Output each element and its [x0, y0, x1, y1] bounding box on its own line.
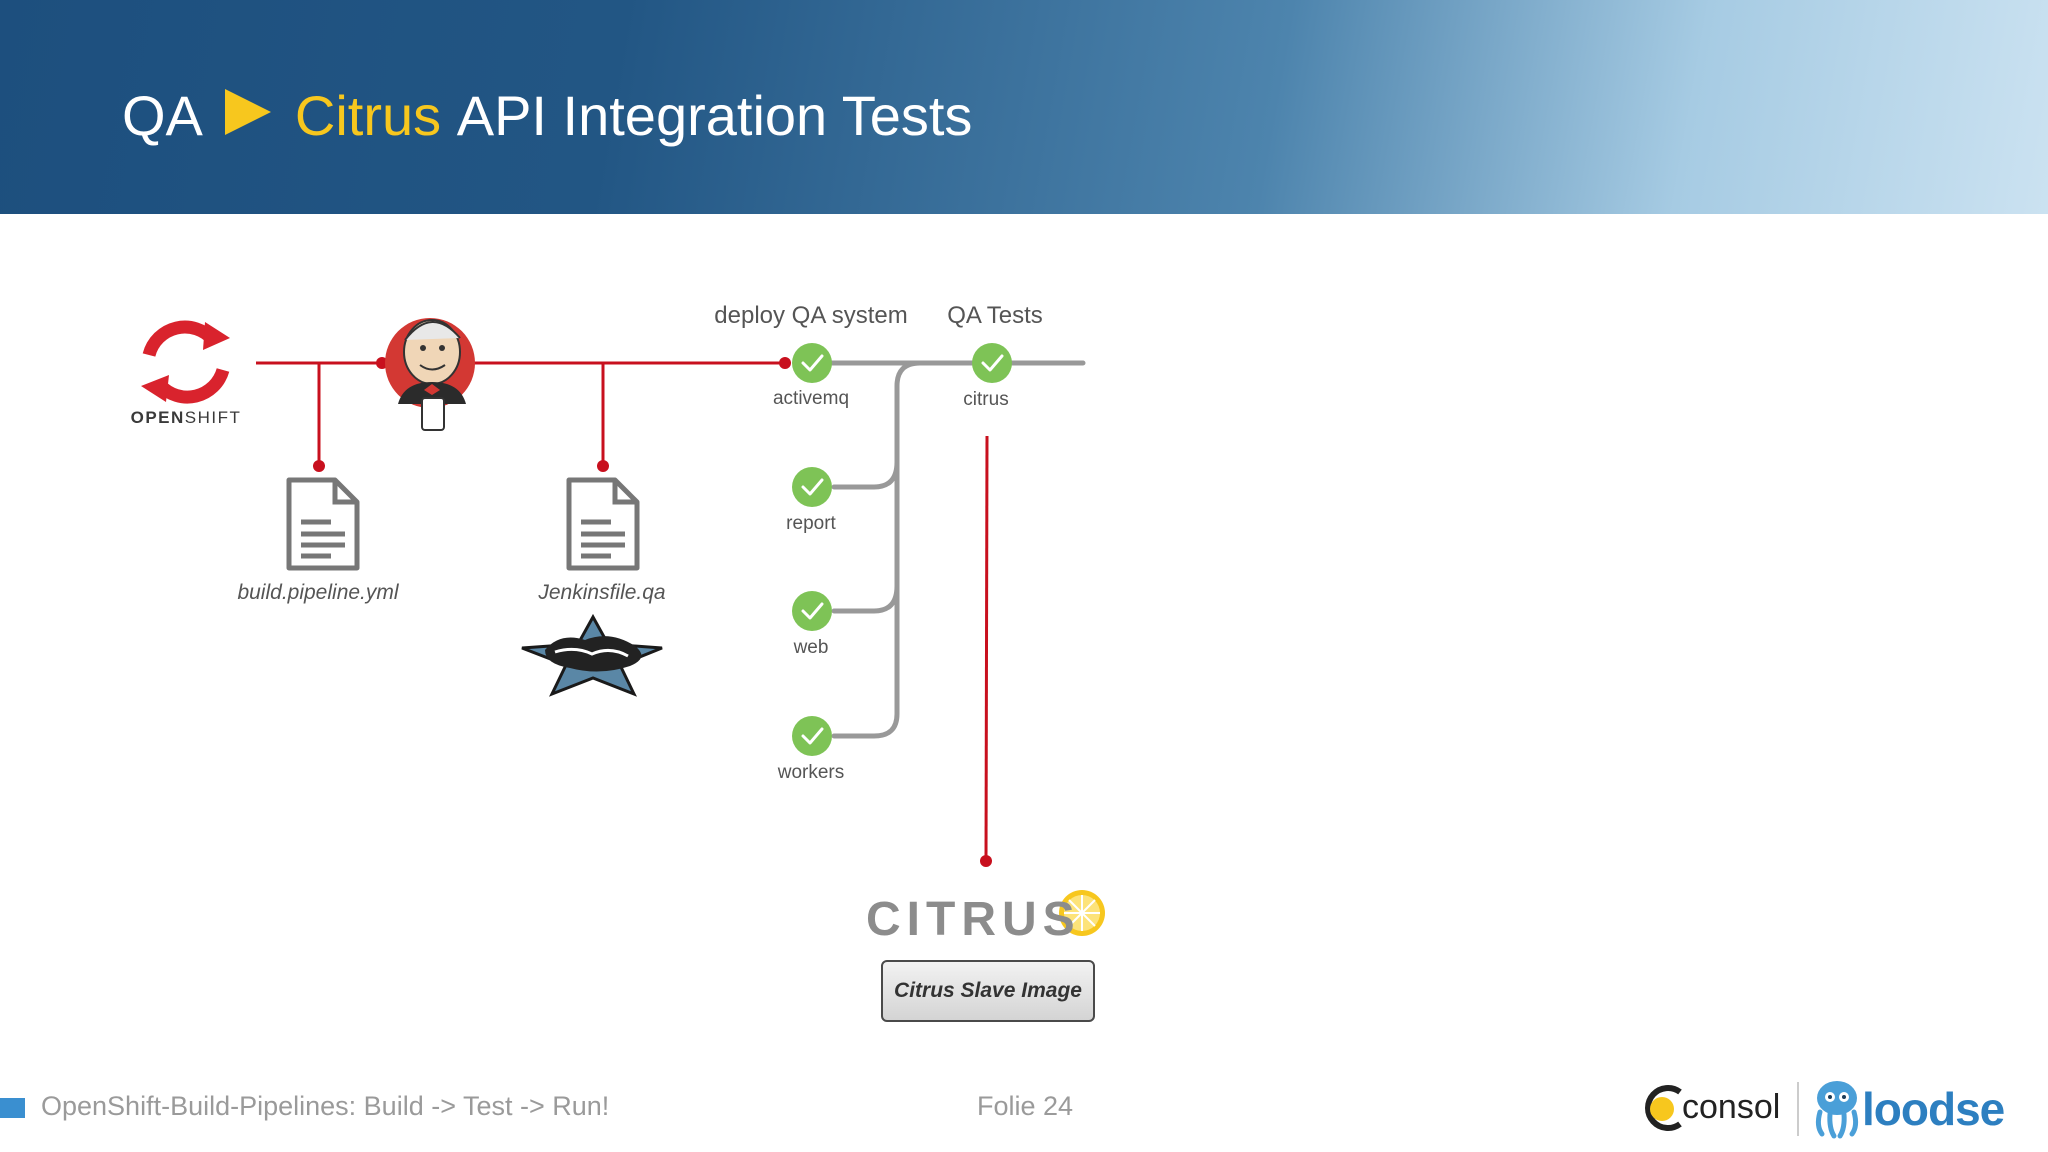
octopus-tentacles — [1815, 1109, 1859, 1139]
lemon-slice-icon — [1059, 890, 1105, 936]
consol-dot — [1650, 1097, 1674, 1121]
pipeline-lines — [256, 361, 989, 861]
job-node-citrus[interactable] — [972, 343, 1012, 383]
stage-connector-spine — [831, 360, 923, 739]
lemon-segments — [1064, 895, 1100, 931]
openshift-label-rest: SHIFT — [184, 408, 242, 427]
loodse-logo-text: loodse — [1862, 1083, 2005, 1135]
job-node-workers[interactable] — [792, 716, 832, 756]
pipeline-dot — [779, 357, 791, 369]
citrus-slave-image-box: Citrus Slave Image — [881, 960, 1095, 1022]
openshift-arc-bottom — [155, 367, 230, 404]
title-prefix: QA — [122, 84, 203, 148]
pipeline-dot — [313, 460, 325, 472]
footer-marker — [0, 1098, 25, 1118]
slide-header: QA Citrus API Integration Tests — [0, 0, 2048, 214]
octopus-pupil — [1842, 1095, 1846, 1099]
citrus-wordmark: CITRUS — [866, 893, 1081, 946]
job-node-report[interactable] — [792, 467, 832, 507]
groovy-script-highlight — [554, 647, 629, 658]
checkmark-icon — [801, 354, 824, 372]
jenkins-bowtie — [424, 384, 440, 395]
pipeline-dots — [313, 357, 992, 867]
play-arrow-icon — [224, 89, 271, 136]
document-fold — [612, 480, 637, 505]
document-lines — [581, 519, 625, 559]
job-label-activemq[interactable]: activemq — [772, 388, 850, 409]
job-node-web[interactable] — [792, 591, 832, 631]
stage-label-qa-tests: QA Tests — [947, 302, 1043, 329]
jenkins-napkin — [421, 397, 445, 431]
jenkins-eye — [439, 345, 445, 351]
job-label-report[interactable]: report — [786, 513, 836, 534]
success-check-icon — [792, 716, 832, 756]
pipeline-dot — [597, 460, 609, 472]
stage-connector-report — [831, 459, 900, 490]
jenkins-butler-icon — [385, 318, 475, 431]
stage-connectors — [809, 360, 1086, 739]
consol-logo-text: consol — [1682, 1088, 1781, 1126]
success-check-icon — [792, 467, 832, 507]
slide-title: QA Citrus API Integration Tests — [122, 72, 972, 152]
page-number: Folie 24 — [977, 1091, 1074, 1121]
openshift-label-bold: OPEN — [130, 408, 185, 427]
openshift-icon — [141, 320, 230, 404]
document-icon — [286, 477, 360, 571]
pipeline-dot — [980, 855, 992, 867]
consol-c-icon — [1645, 1085, 1682, 1131]
title-rest: API Integration Tests — [456, 84, 973, 148]
job-node-activemq[interactable] — [792, 343, 832, 383]
success-check-icon — [792, 343, 832, 383]
jenkins-hair — [404, 321, 461, 341]
stage-label-deploy-qa-system: deploy QA system — [714, 302, 908, 329]
document-fold — [332, 480, 357, 505]
openshift-arrow-top — [203, 322, 230, 350]
document-lines — [301, 519, 345, 559]
success-check-icon — [792, 591, 832, 631]
checkmark-icon — [981, 354, 1004, 372]
job-label-citrus[interactable]: citrus — [963, 389, 1009, 410]
job-nodes — [792, 343, 1012, 756]
checkmark-icon — [801, 727, 824, 745]
checkmark-icon — [801, 478, 824, 496]
consol-c — [1645, 1085, 1682, 1131]
job-label-web[interactable]: web — [793, 637, 829, 658]
file-label-build-pipeline: build.pipeline.yml — [237, 581, 399, 604]
footer-text: OpenShift-Build-Pipelines: Build -> Test… — [41, 1091, 610, 1121]
jenkins-eye — [420, 345, 426, 351]
stage-connector-web — [831, 583, 900, 614]
octopus-head — [1817, 1081, 1857, 1115]
file-label-jenkinsfile: Jenkinsfile.qa — [538, 581, 666, 604]
octopus-icon — [1815, 1081, 1859, 1139]
pipeline-branch-citrus — [984, 435, 989, 861]
groovy-star-icon — [521, 613, 663, 697]
job-label-workers[interactable]: workers — [777, 762, 845, 783]
openshift-arrow-bottom — [141, 375, 169, 402]
jenkins-smile — [419, 364, 446, 371]
openshift-arc-top — [142, 320, 218, 357]
pipeline-dot — [376, 357, 388, 369]
octopus-pupil — [1828, 1095, 1832, 1099]
checkmark-icon — [801, 602, 824, 620]
document-icon — [566, 477, 640, 571]
success-check-icon — [972, 343, 1012, 383]
title-accent: Citrus — [294, 84, 442, 148]
openshift-label: OPENSHIFT — [131, 408, 242, 428]
